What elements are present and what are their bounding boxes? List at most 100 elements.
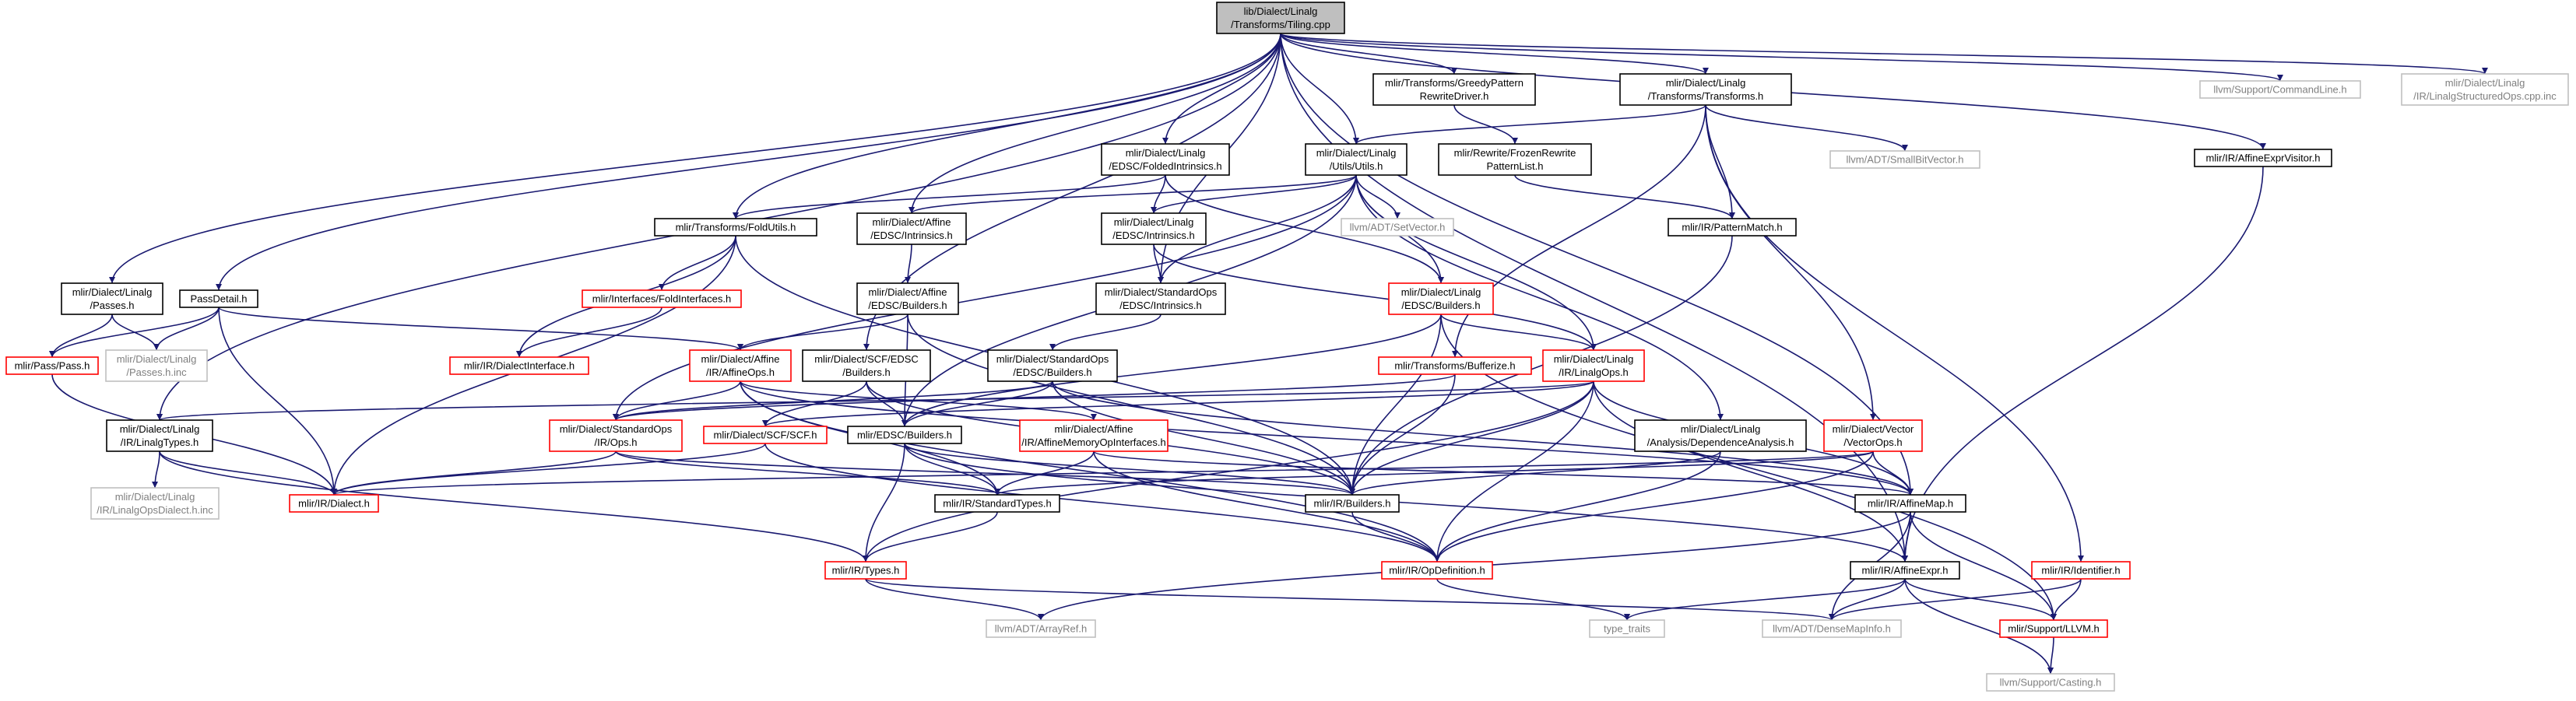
node-label: mlir/Dialect/StandardOps	[996, 353, 1109, 365]
node-linalgops[interactable]: mlir/Dialect/Linalg/IR/LinalgOps.h	[1542, 349, 1645, 382]
node-box	[5, 356, 99, 375]
node-linalg_edsc_intr[interactable]: mlir/Dialect/Linalg/EDSC/Intrinsics.h	[1101, 212, 1207, 245]
edge-linalg_edsc_builders-to-edsc_builders	[901, 314, 1442, 427]
edge-linalg_edsc_folded-to-foldutils	[733, 174, 1166, 219]
node-box	[1762, 619, 1902, 638]
node-label: /IR/LinalgStructuredOps.cpp.inc	[2413, 90, 2557, 102]
edge-affineexpr-to-type_traits	[1624, 578, 1906, 621]
node-label: mlir/IR/AffineExprVisitor.h	[2206, 152, 2321, 164]
node-label: mlir/Dialect/Affine	[869, 286, 947, 298]
edge-root-to-linalg_utils	[1280, 33, 1359, 145]
node-label: mlir/IR/AffineMap.h	[1868, 498, 1953, 510]
node-arrayref[interactable]: llvm/ADT/ArrayRef.h	[986, 619, 1096, 638]
node-root[interactable]: lib/Dialect/Linalg/Transforms/Tiling.cpp	[1216, 2, 1345, 34]
node-greedy[interactable]: mlir/Transforms/GreedyPatternRewriteDriv…	[1372, 73, 1536, 106]
node-linalgtypes[interactable]: mlir/Dialect/Linalg/IR/LinalgTypes.h	[106, 419, 213, 452]
node-densemapinfo[interactable]: llvm/ADT/DenseMapInfo.h	[1762, 619, 1902, 638]
node-identifier[interactable]: mlir/IR/Identifier.h	[2031, 561, 2131, 580]
node-linalg_edsc_folded[interactable]: mlir/Dialect/Linalg/EDSC/FoldedIntrinsic…	[1101, 143, 1230, 176]
node-box	[934, 494, 1060, 513]
edge-passdetail-to-affineops	[218, 307, 743, 351]
node-dialectinterface[interactable]: mlir/IR/DialectInterface.h	[449, 356, 589, 375]
node-linalg_transforms[interactable]: mlir/Dialect/Linalg/Transforms/Transform…	[1619, 73, 1792, 106]
node-type_traits[interactable]: type_traits	[1589, 619, 1665, 638]
node-affinememop[interactable]: mlir/Dialect/Affine/IR/AffineMemoryOpInt…	[1019, 419, 1169, 452]
node-box	[90, 487, 220, 520]
node-affineops[interactable]: mlir/Dialect/Affine/IR/AffineOps.h	[689, 349, 792, 382]
node-commandline[interactable]: llvm/Support/CommandLine.h	[2199, 80, 2361, 99]
edge-scf_edsc_builders-to-edsc_builders	[866, 380, 908, 427]
edge-linalgops-to-affineexpr	[1593, 380, 1908, 563]
node-box	[549, 419, 683, 452]
node-types[interactable]: mlir/IR/Types.h	[824, 561, 907, 580]
node-affineexpr[interactable]: mlir/IR/AffineExpr.h	[1850, 561, 1960, 580]
node-label: mlir/Dialect/StandardOps	[560, 423, 673, 435]
node-box	[1381, 561, 1493, 580]
node-affinemap[interactable]: mlir/IR/AffineMap.h	[1854, 494, 1966, 513]
node-structuredops[interactable]: mlir/Dialect/Linalg/IR/LinalgStructuredO…	[2401, 73, 2569, 106]
edge-greedy-to-frozenrewrite	[1453, 104, 1518, 145]
node-standardtypes[interactable]: mlir/IR/StandardTypes.h	[934, 494, 1060, 513]
node-label: mlir/Dialect/StandardOps	[1105, 286, 1218, 298]
edge-affine_edsc_intr-to-affine_edsc_builders	[905, 244, 912, 284]
edge-root-to-affineexpr	[1280, 33, 1908, 563]
edge-scf-to-dialect	[331, 443, 766, 496]
node-label: mlir/Transforms/GreedyPattern	[1385, 77, 1523, 89]
node-edsc_builders[interactable]: mlir/EDSC/Builders.h	[847, 426, 962, 444]
edge-affinememop-to-standardtypes	[994, 450, 1095, 496]
node-label: mlir/Dialect/Affine	[1055, 423, 1133, 435]
node-box	[289, 494, 379, 513]
node-affineexprvisitor[interactable]: mlir/IR/AffineExprVisitor.h	[2194, 149, 2332, 167]
node-label: mlir/Dialect/Affine	[701, 353, 780, 365]
node-box	[106, 419, 213, 452]
node-box	[1341, 218, 1454, 237]
node-setvector[interactable]: llvm/ADT/SetVector.h	[1341, 218, 1454, 237]
node-label: mlir/Dialect/Linalg	[1681, 423, 1761, 435]
node-passdetail[interactable]: PassDetail.h	[179, 289, 258, 308]
node-box	[1668, 218, 1797, 237]
node-label: /IR/LinalgOps.h	[1559, 366, 1629, 378]
edge-passdetail-to-dialect	[218, 307, 337, 496]
node-smallbitvector[interactable]: llvm/ADT/SmallBitVector.h	[1829, 150, 1980, 169]
node-std_edsc_intr[interactable]: mlir/Dialect/StandardOps/EDSC/Intrinsics…	[1095, 282, 1226, 315]
node-box	[61, 282, 163, 315]
node-pass[interactable]: mlir/Pass/Pass.h	[5, 356, 99, 375]
node-std_edsc_builders[interactable]: mlir/Dialect/StandardOps/EDSC/Builders.h	[987, 349, 1118, 382]
node-linalg_edsc_builders[interactable]: mlir/Dialect/Linalg/EDSC/Builders.h	[1388, 282, 1494, 315]
node-foldutils[interactable]: mlir/Transforms/FoldUtils.h	[654, 218, 817, 237]
node-patternmatch[interactable]: mlir/IR/PatternMatch.h	[1668, 218, 1797, 237]
node-label: PassDetail.h	[191, 293, 248, 305]
edge-linalg_transforms-to-identifier	[1705, 104, 2084, 563]
node-scf[interactable]: mlir/Dialect/SCF/SCF.h	[703, 426, 828, 444]
node-std_ops[interactable]: mlir/Dialect/StandardOps/IR/Ops.h	[549, 419, 683, 452]
node-linalg_passes_inc[interactable]: mlir/Dialect/Linalg/Passes.h.inc	[105, 349, 208, 382]
node-label: /Utils/Utils.h	[1330, 160, 1383, 172]
edge-affineops-to-opdefinition	[740, 380, 1440, 563]
node-casting[interactable]: llvm/Support/Casting.h	[1986, 673, 2115, 692]
node-linalg_utils[interactable]: mlir/Dialect/Linalg/Utils/Utils.h	[1305, 143, 1407, 176]
node-dependence[interactable]: mlir/Dialect/Linalg/Analysis/DependenceA…	[1634, 419, 1807, 452]
node-box	[1305, 143, 1407, 176]
node-llvm_h[interactable]: mlir/Support/LLVM.h	[1999, 619, 2108, 638]
node-linalg_passes[interactable]: mlir/Dialect/Linalg/Passes.h	[61, 282, 163, 315]
node-label: llvm/ADT/DenseMapInfo.h	[1773, 623, 1891, 635]
node-box	[1216, 2, 1345, 34]
node-label: mlir/IR/Types.h	[832, 565, 900, 577]
node-box	[1829, 150, 1980, 169]
node-label: /IR/LinalgOpsDialect.h.inc	[97, 504, 213, 516]
node-scf_edsc_builders[interactable]: mlir/Dialect/SCF/EDSC/Builders.h	[802, 349, 931, 382]
edge-linalg_edsc_intr-to-linalgops	[1153, 244, 1597, 351]
node-ir_builders[interactable]: mlir/IR/Builders.h	[1305, 494, 1400, 513]
edge-edsc_builders-to-standardtypes	[904, 443, 1000, 496]
node-vectorops[interactable]: mlir/Dialect/Vector/VectorOps.h	[1823, 419, 1923, 452]
node-dialect[interactable]: mlir/IR/Dialect.h	[289, 494, 379, 513]
node-bufferize[interactable]: mlir/Transforms/Bufferize.h	[1378, 356, 1532, 375]
node-affine_edsc_intr[interactable]: mlir/Dialect/Affine/EDSC/Intrinsics.h	[856, 212, 967, 245]
node-label: mlir/Dialect/Linalg	[1114, 216, 1194, 228]
node-opdefinition[interactable]: mlir/IR/OpDefinition.h	[1381, 561, 1493, 580]
node-affine_edsc_builders[interactable]: mlir/Dialect/Affine/EDSC/Builders.h	[856, 282, 959, 315]
node-opsdialect_inc[interactable]: mlir/Dialect/Linalg/IR/LinalgOpsDialect.…	[90, 487, 220, 520]
node-foldinterfaces[interactable]: mlir/Interfaces/FoldInterfaces.h	[582, 289, 742, 308]
